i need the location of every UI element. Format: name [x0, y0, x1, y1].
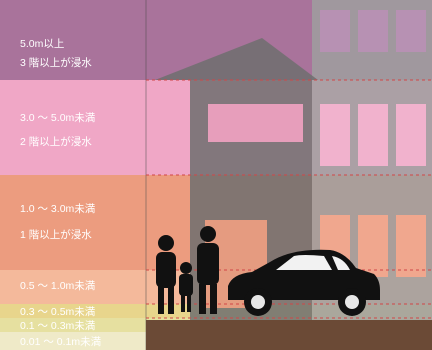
legend-1-to-3-desc: 1 階以上が浸水 — [20, 228, 92, 241]
legend-5m-plus-desc: 3 階以上が浸水 — [20, 56, 92, 69]
people-silhouettes — [156, 226, 219, 314]
legend: 5.0m以上 3 階以上が浸水 3.0 ～ 5.0m未満 2 階以上が浸水 1.… — [20, 38, 102, 348]
legend-5m-plus-range: 5.0m以上 — [20, 38, 64, 50]
legend-01-to-03-range: 0.1 ～ 0.3m未満 — [20, 320, 96, 332]
legend-3-to-5-range: 3.0 ～ 5.0m未満 — [20, 112, 96, 124]
car-silhouette — [228, 249, 380, 316]
legend-3-to-5-desc: 2 階以上が浸水 — [20, 135, 92, 148]
legend-03-to-05-range: 0.3 ～ 0.5m未満 — [20, 306, 96, 318]
ground — [146, 320, 432, 350]
legend-1-to-3-range: 1.0 ～ 3.0m未満 — [20, 203, 96, 215]
legend-05-to-1-range: 0.5 ～ 1.0m未満 — [20, 280, 96, 292]
legend-001-to-01-range: 0.01 ～ 0.1m未満 — [20, 336, 102, 348]
